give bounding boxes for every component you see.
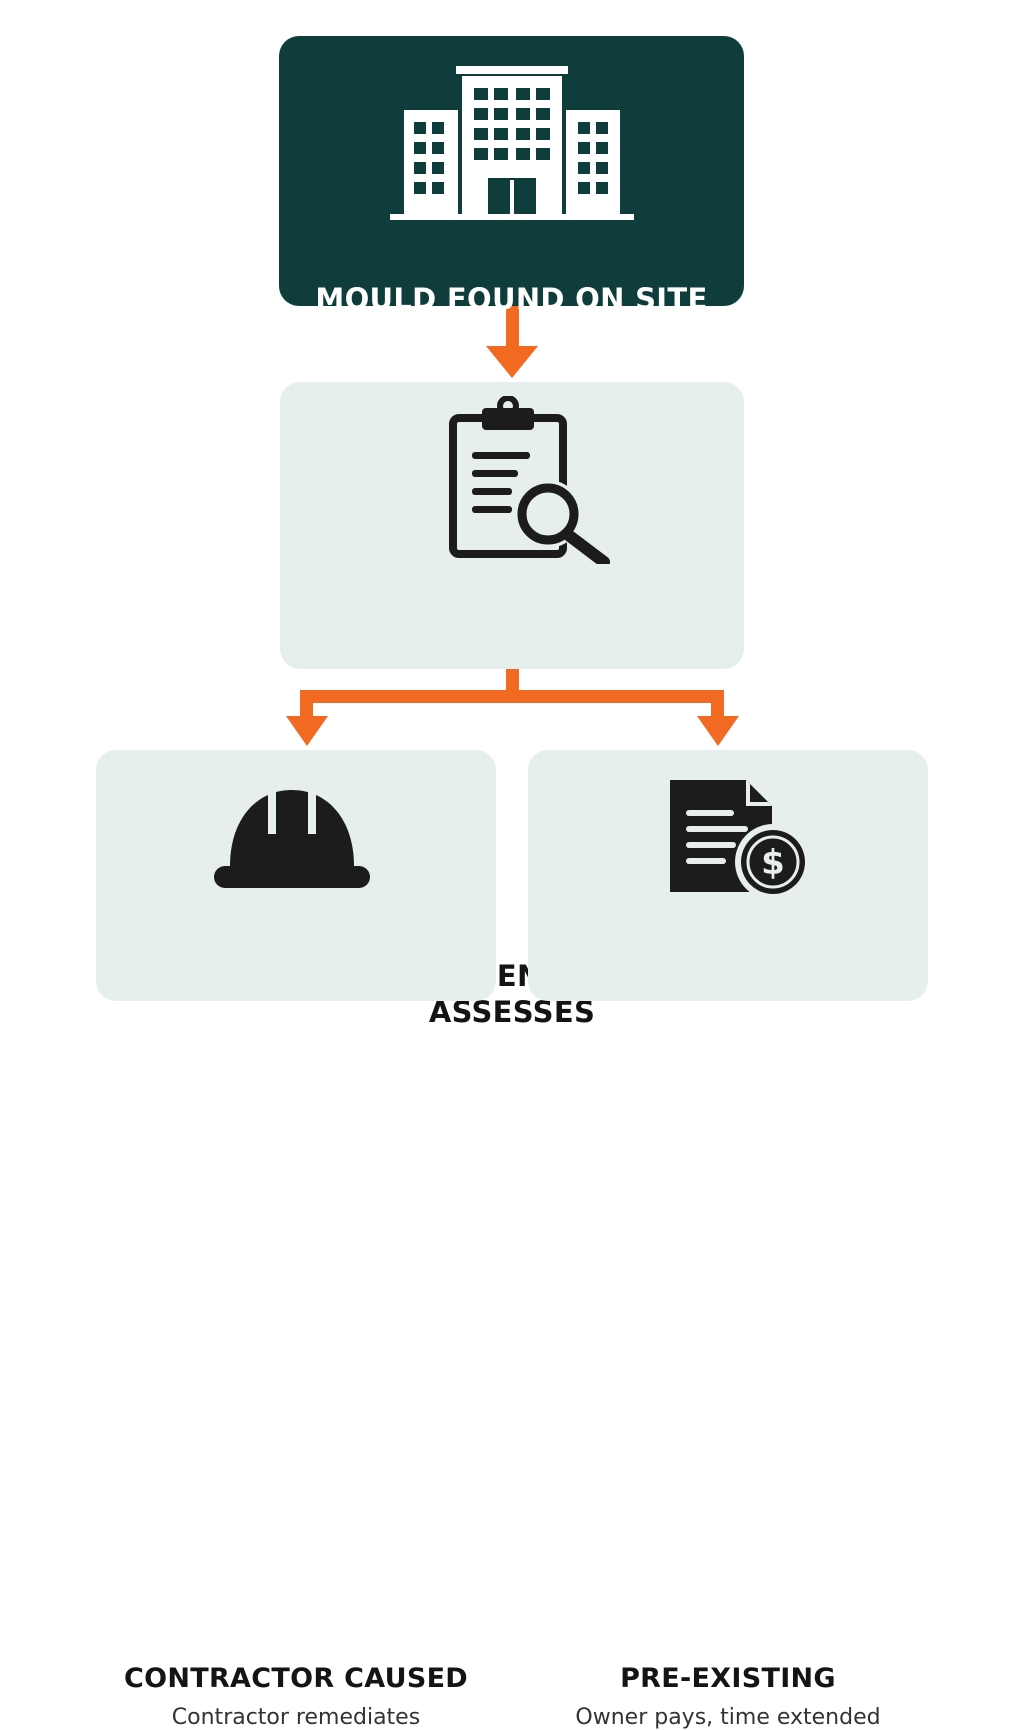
- connector-left-arrowhead: [286, 716, 328, 746]
- contractor-caused-node: CONTRACTOR CAUSED Contractor remediates: [96, 750, 496, 1730]
- contractor-caused-title: CONTRACTOR CAUSED: [123, 1663, 469, 1694]
- contractor-caused-subtitle: Contractor remediates: [171, 1705, 421, 1730]
- office-building-icon: [390, 66, 634, 220]
- clipboard-magnifier-icon: [449, 396, 610, 564]
- flow-connectors: [286, 306, 739, 746]
- connector-right-line: [711, 690, 724, 720]
- pre-existing-subtitle: Owner pays, time extended: [575, 1705, 881, 1730]
- connector-branch-bar: [300, 690, 724, 703]
- mould-found-node: MOULD FOUND ON SITE: [279, 36, 744, 316]
- mould-found-title: MOULD FOUND ON SITE: [315, 282, 708, 316]
- pre-existing-node: $ PRE-EXISTING Owner pays, time extended: [528, 750, 928, 1730]
- pre-existing-title: PRE-EXISTING: [620, 1663, 836, 1694]
- connector-top-middle-line: [506, 306, 519, 350]
- independent-expert-node: INDEPENDENT EXPERT ASSESSES: [280, 382, 744, 1029]
- connector-right-arrowhead: [697, 716, 739, 746]
- connector-top-middle-arrowhead: [486, 346, 538, 378]
- connector-left-line: [300, 690, 313, 720]
- hard-hat-icon: [214, 790, 370, 888]
- invoice-dollar-icon: $: [670, 780, 811, 900]
- svg-text:$: $: [761, 843, 785, 883]
